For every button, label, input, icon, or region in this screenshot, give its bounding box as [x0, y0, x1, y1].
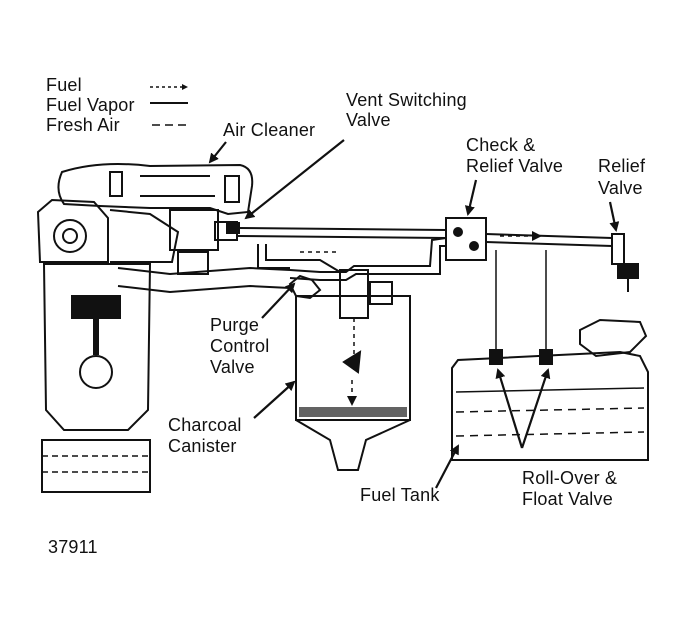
label-rollover-float-valve-line2: Float Valve: [522, 489, 613, 509]
relief-valve: [611, 233, 639, 292]
label-vent-switching-valve-line2: Valve: [346, 110, 391, 130]
legend-fresh-air-label: Fresh Air: [46, 115, 120, 135]
label-relief-valve-line2: Valve: [598, 178, 643, 198]
legend-fuel-label: Fuel: [46, 75, 82, 95]
engine-block: [36, 198, 180, 493]
figure-id: 37911: [48, 537, 98, 557]
rollover-float-valves: [489, 349, 553, 365]
label-charcoal-canister-line1: Charcoal: [168, 415, 242, 435]
label-charcoal-canister-line2: Canister: [168, 436, 237, 456]
vent-switching-valve: [226, 222, 240, 234]
label-purge-control-valve-line3: Valve: [210, 357, 255, 377]
label-check-relief-valve-line2: Relief Valve: [466, 156, 564, 176]
legend-fuel-vapor-label: Fuel Vapor: [46, 95, 135, 115]
label-rollover-float-valve-line1: Roll-Over &: [522, 468, 618, 488]
fuel-tank: [451, 318, 649, 461]
air-cleaner: [57, 163, 254, 216]
label-check-relief-valve-line1: Check &: [466, 135, 536, 155]
fuel-flow-arrows: [300, 231, 542, 253]
legend-fuel-line: [150, 84, 188, 90]
label-relief-valve-line1: Relief: [598, 156, 646, 176]
label-purge-control-valve-line2: Control: [210, 336, 270, 356]
intake-manifold: [117, 209, 291, 294]
label-purge-control-valve-line1: Purge: [210, 315, 260, 335]
check-relief-valve: [445, 217, 487, 261]
vapor-lines: [237, 227, 613, 350]
charcoal-canister: [295, 295, 411, 471]
purge-control-valve: [288, 269, 393, 319]
label-vent-switching-valve-line1: Vent Switching: [346, 90, 467, 110]
leader-arrows: [208, 139, 620, 489]
label-air-cleaner: Air Cleaner: [223, 120, 316, 140]
label-fuel-tank: Fuel Tank: [360, 485, 440, 505]
